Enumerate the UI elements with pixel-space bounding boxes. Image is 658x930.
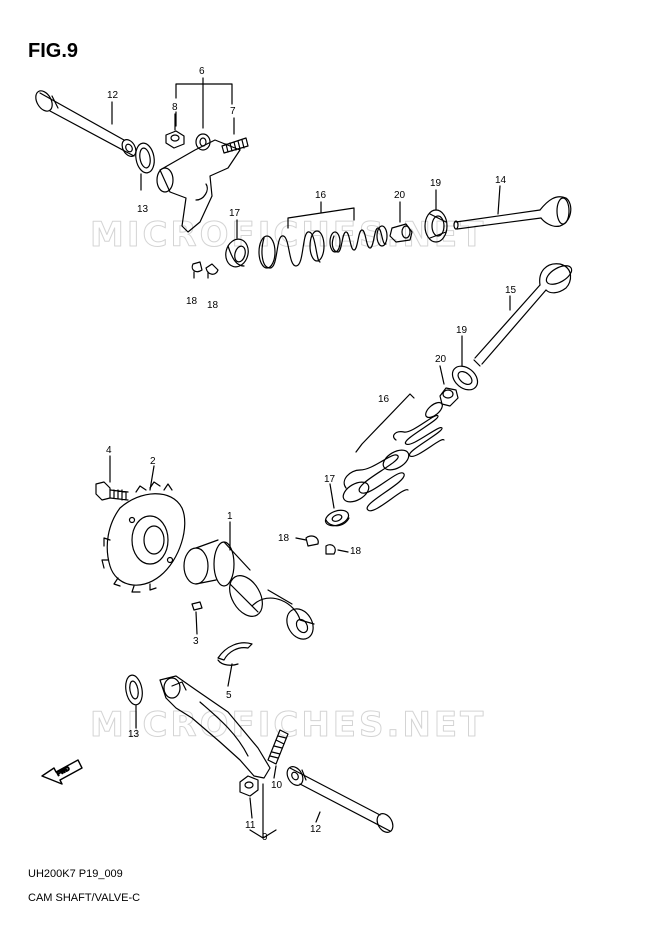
- callout-7: 7: [230, 106, 236, 117]
- callout-1: 1: [227, 511, 233, 522]
- callout-8: 8: [172, 102, 178, 113]
- valve-collets-top: [191, 261, 219, 275]
- forward-arrow-icon: FWD: [41, 759, 83, 785]
- valve-springs-lower: [342, 393, 445, 512]
- callout-20-top: 20: [394, 190, 406, 201]
- adjust-screw-top: [221, 137, 249, 154]
- rocker-arm-top: [156, 133, 241, 233]
- callout-18-top-a: 18: [186, 296, 198, 307]
- washer-lower: [125, 674, 143, 706]
- callout-18-lower-b: 18: [350, 546, 362, 557]
- washer-top: [135, 142, 155, 174]
- callout-2: 2: [150, 456, 156, 467]
- diagram-caption: CAM SHAFT/VALVE-C: [28, 892, 141, 904]
- valve-stem-seal-top: [389, 223, 413, 243]
- spring-seat-lower: [451, 365, 479, 391]
- callout-18-lower-a: 18: [278, 533, 290, 544]
- callout-14: 14: [495, 175, 507, 186]
- spring-retainer-lower: [324, 509, 350, 527]
- adjust-nut-top: [165, 130, 185, 149]
- intake-valve-lower: [473, 263, 573, 367]
- callout-15: 15: [505, 285, 517, 296]
- rocker-shaft-top: [35, 90, 137, 157]
- adjust-nut-lower: [239, 775, 259, 797]
- callout-3: 3: [193, 636, 199, 647]
- sprocket-bolt: [95, 481, 129, 501]
- exhaust-valve-top: [453, 196, 572, 230]
- watermark-bottom: MICROFICHES.NET: [90, 705, 486, 745]
- rocker-shaft-lower: [286, 766, 394, 833]
- camshaft: [183, 539, 315, 640]
- watermark-top: MICROFICHES.NET: [90, 215, 486, 255]
- callout-16-lower: 16: [378, 394, 390, 405]
- callout-4: 4: [106, 445, 112, 456]
- diagram-code: UH200K7 P19_009: [28, 868, 123, 880]
- callout-12-lower: 12: [310, 824, 322, 835]
- figure-title: FIG.9: [28, 40, 79, 62]
- callout-10: 10: [271, 780, 283, 791]
- callout-16-top: 16: [315, 190, 327, 201]
- valve-springs-top: [258, 201, 388, 269]
- callout-9: 9: [262, 832, 268, 843]
- fwd-label: FWD: [56, 766, 71, 778]
- callout-20-lower: 20: [435, 354, 447, 365]
- spring-retainer-top: [225, 238, 249, 268]
- callout-17-top: 17: [229, 208, 241, 219]
- valve-collets-lower: [305, 535, 336, 555]
- cam-sprocket: [101, 481, 186, 593]
- callout-19-top: 19: [430, 178, 442, 189]
- valve-stem-seal-lower: [439, 387, 459, 407]
- callout-19-lower: 19: [456, 325, 468, 336]
- circlip: [217, 642, 253, 666]
- callout-12-top: 12: [107, 90, 119, 101]
- adjust-screw-lower: [267, 729, 289, 765]
- callout-5: 5: [226, 690, 232, 701]
- callout-11: 11: [245, 820, 256, 831]
- callout-labels: 12 13 6 8 7 17 18 18 16 20 19 14 15 19 2…: [106, 66, 517, 843]
- callout-18-top-b: 18: [207, 300, 219, 311]
- callout-17-lower: 17: [324, 474, 336, 485]
- callout-13-lower: 13: [128, 729, 140, 740]
- callout-13-top: 13: [137, 204, 149, 215]
- callout-6: 6: [199, 66, 205, 77]
- dowel-pin: [191, 601, 203, 611]
- rocker-arm-lower: [159, 675, 271, 779]
